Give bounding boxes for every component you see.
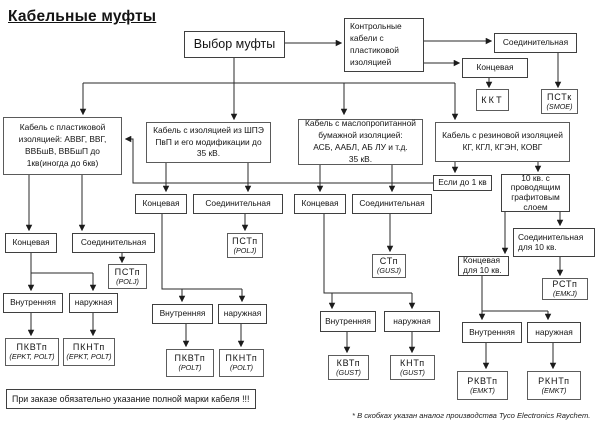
analog-code: (GUST) [400,367,425,377]
cable-shpe-box: Кабель с изоляцией из ШПЭ ПвП и его моди… [146,122,271,163]
paper-outdoor-box: наружная [384,311,440,332]
coupling-code: ПСТп [232,235,258,246]
analog-code: (POLT) [178,363,202,373]
rubber-upto1kv-box: Если до 1 кв [433,175,492,191]
kkt-code-box: ККТ [476,89,509,111]
plastic-termination-box: Концевая [5,233,57,253]
shpe-indoor-box: Внутренняя [152,304,213,324]
analog-code: (POLJ) [116,276,139,286]
analog-code: (GUST) [336,367,361,377]
analog-code: (EPKT, POLT) [66,352,112,362]
pkntp-shpe-code-box: ПКНТп (POLT) [219,349,264,377]
shpe-outdoor-box: наружная [218,304,267,324]
pkvtp-shpe-code-box: ПКВТп (POLT) [166,349,214,377]
rkvtp-code-box: РКВТп (EMKT) [457,371,508,400]
plastic-indoor-box: Внутренняя [3,293,63,313]
shpe-joint-box: Соединительная [193,194,283,214]
cable-plastic-box: Кабель с пластиковой изоляцией: АВВГ, ВВ… [3,117,122,175]
coupling-code: КНТп [400,357,425,368]
coupling-code: ПКНТп [225,353,258,364]
rubber-indoor-box: Внутренняя [462,322,522,343]
pkntp-plastic-code-box: ПКНТп (EPKT, POLT) [63,338,115,366]
paper-joint-box: Соединительная [352,194,432,214]
kntp-code-box: КНТп (GUST) [390,355,435,380]
coupling-code: СТп [379,256,399,267]
coupling-code: КВТп [336,357,361,368]
analog-code: (EPKT, POLT) [9,352,55,362]
stp-code-box: СТп (GUSJ) [372,254,406,278]
paper-indoor-box: Внутренняя [320,311,376,332]
coupling-code: РСТп [552,279,578,290]
analog-code: (POLT) [229,363,254,373]
control-termination-box: Концевая [462,58,528,78]
pstk-code-box: ПСТк (SMOE) [541,89,578,114]
paper-termination-box: Концевая [294,194,346,214]
rubber-10kv-graphite-box: 10 кв. с проводящим графитовым слоем [501,173,570,212]
coupling-code: РКНТп [538,375,570,386]
plastic-joint-box: Соединительная [72,233,155,253]
rstp-code-box: РСТп (EMKJ) [542,278,588,300]
coupling-code: ПКВТп [174,353,206,364]
analog-code: (POLJ) [233,245,257,255]
mufta-selection-box: Выбор муфты [184,31,285,58]
analog-code: (SMOE) [546,101,573,111]
pstp-shpe-code-box: ПСТп (POLJ) [227,233,263,258]
analog-code: (GUSJ) [377,266,401,276]
rkntp-code-box: РКНТп (EMKT) [527,371,581,400]
rubber-termination10kv-box: Концевая для 10 кв. [458,256,509,276]
pkvtp-plastic-code-box: ПКВТп (EPKT, POLT) [5,338,59,366]
plastic-outdoor-box: наружная [69,293,118,313]
rubber-joint10kv-box: Соединительная для 10 кв. [513,228,595,257]
pstp-plastic-code-box: ПСТп (POLJ) [108,264,147,289]
coupling-code: ККТ [481,94,504,105]
kvtp-code-box: КВТп (GUST) [328,355,369,380]
shpe-termination-box: Концевая [135,194,187,214]
control-joint-box: Соединительная [494,33,577,53]
analog-code: (EMKT) [541,385,567,395]
coupling-code: ПКВТп [16,342,48,353]
order-note-banner: При заказе обязательно указание полной м… [6,389,256,409]
control-cables-box: Контрольные кабели с пластиковой изоляци… [344,18,424,72]
coupling-code: РКВТп [467,375,498,386]
page-title: Кабельные муфты [8,8,157,25]
cable-rubber-box: Кабель с резиновой изоляцией КГ, КГЛ, КГ… [435,122,570,162]
coupling-code: ПКНТп [72,342,106,353]
analog-footnote: * В скобках указан аналог производства T… [352,411,591,420]
coupling-code: ПСТк [547,91,572,102]
analog-code: (EMKT) [470,385,495,395]
cable-paper-box: Кабель с маслопропитанной бумажной изоля… [298,118,423,165]
analog-code: (EMKJ) [553,289,577,299]
coupling-code: ПСТп [114,266,141,277]
rubber-outdoor-box: наружная [527,322,581,343]
